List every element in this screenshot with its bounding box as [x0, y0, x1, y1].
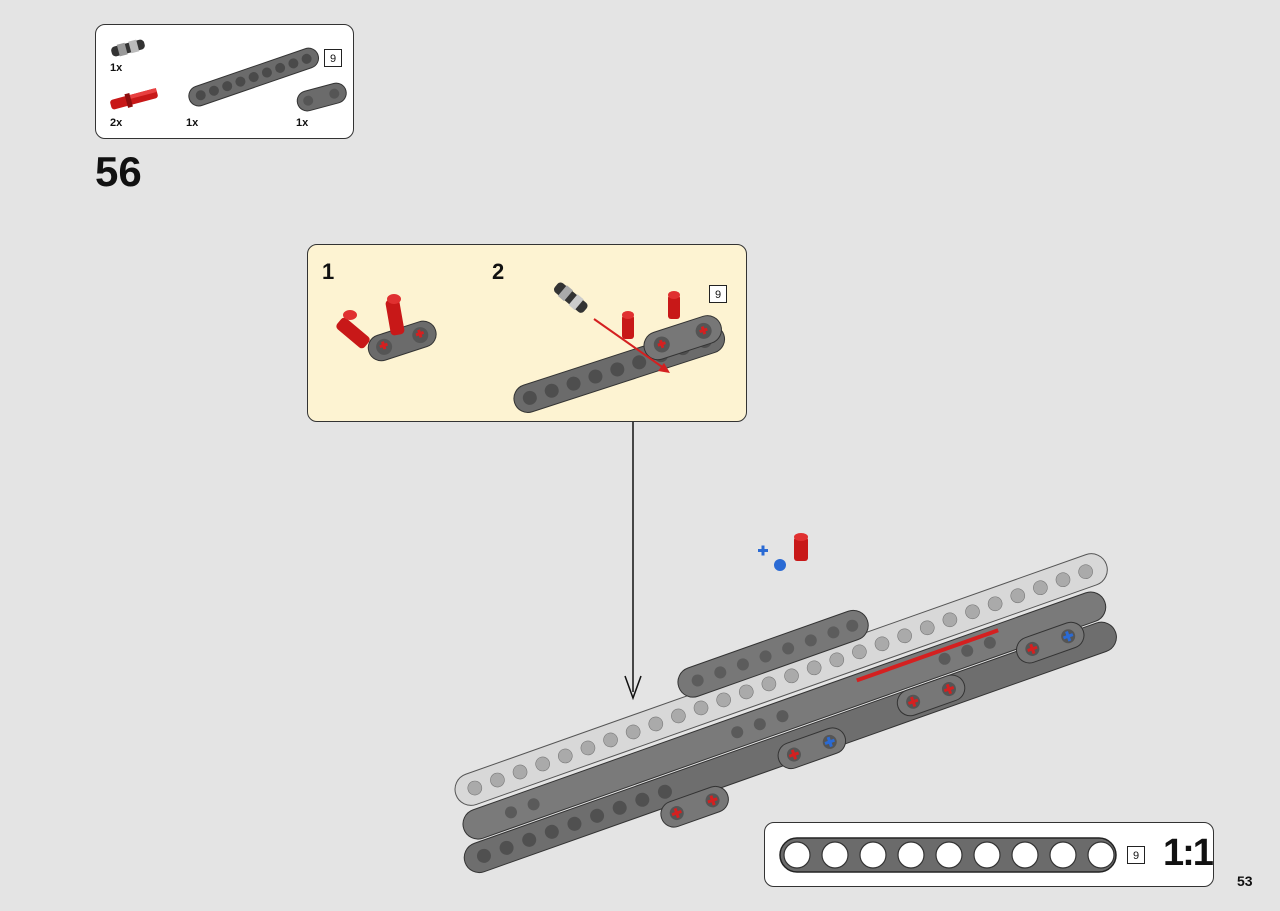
sub-step-2-assembly: [513, 282, 726, 413]
parts-list: 1x 2x 9 1x 1x: [95, 24, 354, 139]
sub-step-2-number: 2: [492, 259, 505, 284]
red-axle-pin-icon: [110, 87, 158, 110]
qty-double-hole-beam: 1x: [296, 117, 309, 129]
qty-red-axle-pin: 2x: [110, 117, 123, 129]
sub-step-2-length-tag: 9: [709, 285, 727, 303]
scale-label: 1:1: [1163, 832, 1214, 874]
sub-assembly-callout: 1 2 9: [307, 244, 747, 422]
sub-step-1-number: 1: [322, 259, 335, 284]
scale-reference: 9 1:1: [764, 822, 1214, 887]
step-number: 56: [95, 148, 142, 195]
placement-arrow: [624, 422, 642, 701]
qty-beam-9: 1x: [186, 117, 199, 129]
beam-length-tag: 9: [324, 49, 342, 67]
page-number: 53: [1237, 873, 1253, 889]
beam-1to1-icon: [779, 837, 1117, 873]
main-assembly-model: [454, 533, 1117, 874]
sub-step-1-assembly: [336, 294, 437, 362]
connector-pin-icon: [111, 39, 145, 57]
beam-9-icon: [188, 47, 320, 107]
double-hole-beam-icon: [296, 82, 347, 112]
qty-connector-pin: 1x: [110, 62, 123, 74]
scale-length-tag: 9: [1127, 846, 1145, 864]
